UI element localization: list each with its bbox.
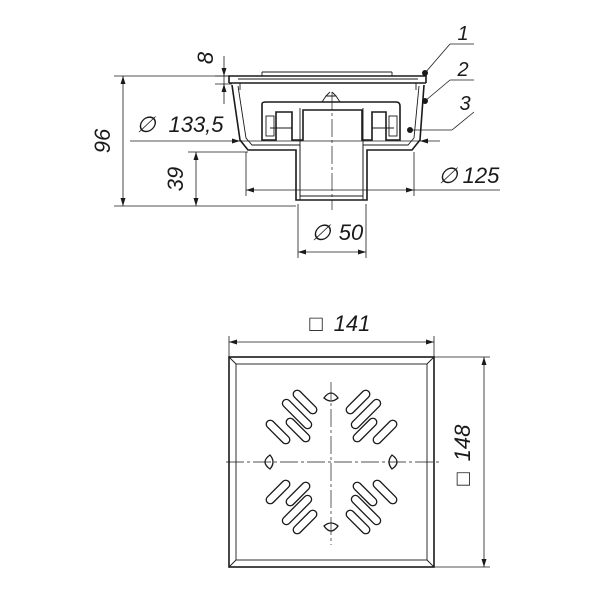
grate-slot — [372, 419, 398, 445]
dim-overall-height-label: 96 — [90, 128, 115, 153]
dim-top-flange: 8 — [193, 51, 232, 104]
dim-plan-width: □ 141 — [228, 311, 435, 357]
grate-slot — [265, 419, 291, 445]
section-view — [228, 71, 427, 210]
grate-slot — [281, 398, 313, 430]
dim-plan-height-label: 148 — [450, 424, 475, 461]
dim-body-diameter-label: 125 — [463, 163, 500, 188]
grate-slot — [281, 494, 313, 526]
grate-slot — [345, 389, 371, 415]
grate-slot — [350, 398, 382, 430]
grate-slot — [285, 481, 311, 507]
dim-plan-height: □ 148 — [434, 356, 490, 568]
callout-2-label: 2 — [456, 59, 468, 81]
dim-top-flange-label: 8 — [193, 51, 218, 64]
dim-overall-height: 96 — [90, 75, 296, 207]
callouts: 1 2 3 — [407, 23, 475, 133]
dim-outlet-height: 39 — [163, 151, 248, 206]
dim-outlet-diameter: ∅ 50 — [297, 204, 367, 258]
callout-1-label: 1 — [457, 23, 468, 45]
top-frame — [228, 71, 427, 90]
dim-body-diameter: ∅ 125 — [245, 152, 500, 196]
grate-slot — [292, 389, 318, 415]
grate-slot — [292, 509, 318, 535]
plan-view — [226, 356, 440, 568]
grate-slot — [285, 417, 311, 443]
dim-outlet-diameter-symbol: ∅ — [311, 220, 331, 245]
dim-outlet-height-label: 39 — [163, 167, 188, 191]
dim-plan-width-label: 141 — [334, 311, 371, 336]
grate-slot — [372, 479, 398, 505]
dim-plan-height-symbol: □ — [450, 472, 475, 485]
grate-slots — [265, 389, 398, 535]
grate-slot — [352, 481, 378, 507]
water-seal-trap — [261, 91, 401, 141]
dim-grate-diameter-label: 133,5 — [168, 112, 224, 137]
grate-slot — [350, 494, 382, 526]
dim-grate-diameter: ∅ 133,5 — [130, 112, 440, 144]
grate-slot — [352, 417, 378, 443]
grate-slot — [345, 509, 371, 535]
dim-outlet-diameter-label: 50 — [339, 220, 364, 245]
dim-body-diameter-symbol: ∅ — [438, 163, 458, 188]
callout-3-label: 3 — [459, 93, 470, 115]
dim-plan-width-symbol: □ — [309, 311, 322, 336]
dim-grate-diameter-symbol: ∅ — [136, 112, 156, 137]
grate-slot — [265, 479, 291, 505]
drain-body — [231, 84, 425, 201]
